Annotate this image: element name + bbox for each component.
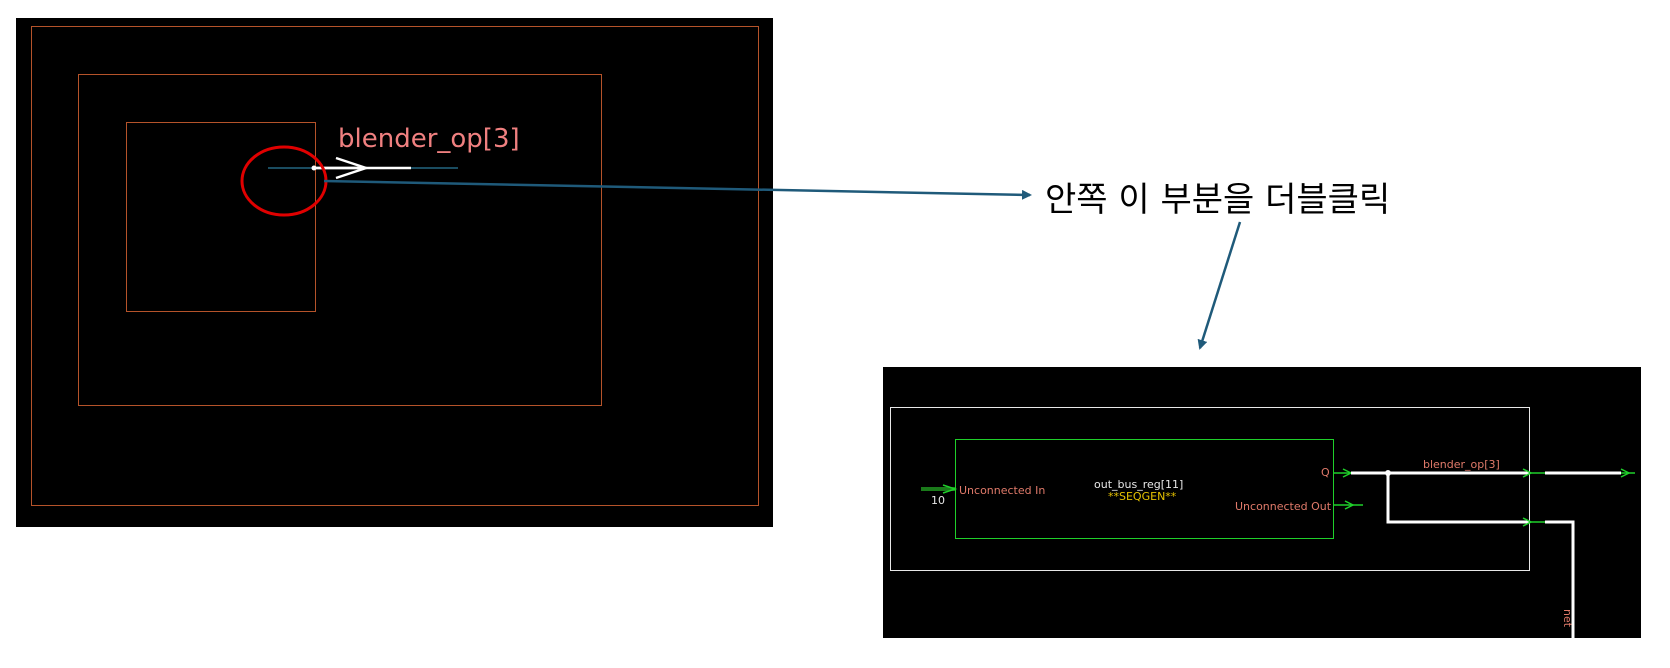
input-arrow <box>942 484 958 494</box>
detail-wires <box>921 468 1635 638</box>
net-label-blender-op-detail: blender_op[3] <box>1423 458 1500 471</box>
pin-unconnected-out: Unconnected Out <box>1235 500 1332 513</box>
annotation-text: 안쪽 이 부분을 더블클릭 <box>1045 180 1391 220</box>
pin-q: Q <box>1321 466 1330 479</box>
module-box[interactable] <box>890 407 1530 571</box>
input-value: 10 <box>931 494 945 507</box>
cell-name: out_bus_reg[11] <box>1094 478 1184 491</box>
schematic-detail-panel[interactable]: out_bus_reg[11] **SEQGEN** Unconnected I… <box>883 367 1641 638</box>
schematic-overview-panel[interactable]: blender_op[3] <box>16 18 773 527</box>
highlight-circle <box>240 145 328 217</box>
net-junction-dot <box>311 165 317 171</box>
net-wires <box>240 145 458 217</box>
hierarchy-box-inner[interactable] <box>126 122 316 312</box>
pin-unconnected-in: Unconnected In <box>959 484 1046 497</box>
annotation-arrow-down <box>1197 221 1242 350</box>
net-label-blender-op: blender_op[3] <box>338 124 520 154</box>
hierarchy-box-middle[interactable] <box>78 74 602 406</box>
q-net-branch <box>1386 473 1530 524</box>
cell-type: **SEQGEN** <box>1108 490 1177 503</box>
hierarchy-box-outer[interactable] <box>31 26 759 506</box>
net-arrow-head <box>335 156 370 180</box>
uout-pin-arrow <box>1344 500 1355 510</box>
out-net-bottom <box>1545 520 1575 638</box>
